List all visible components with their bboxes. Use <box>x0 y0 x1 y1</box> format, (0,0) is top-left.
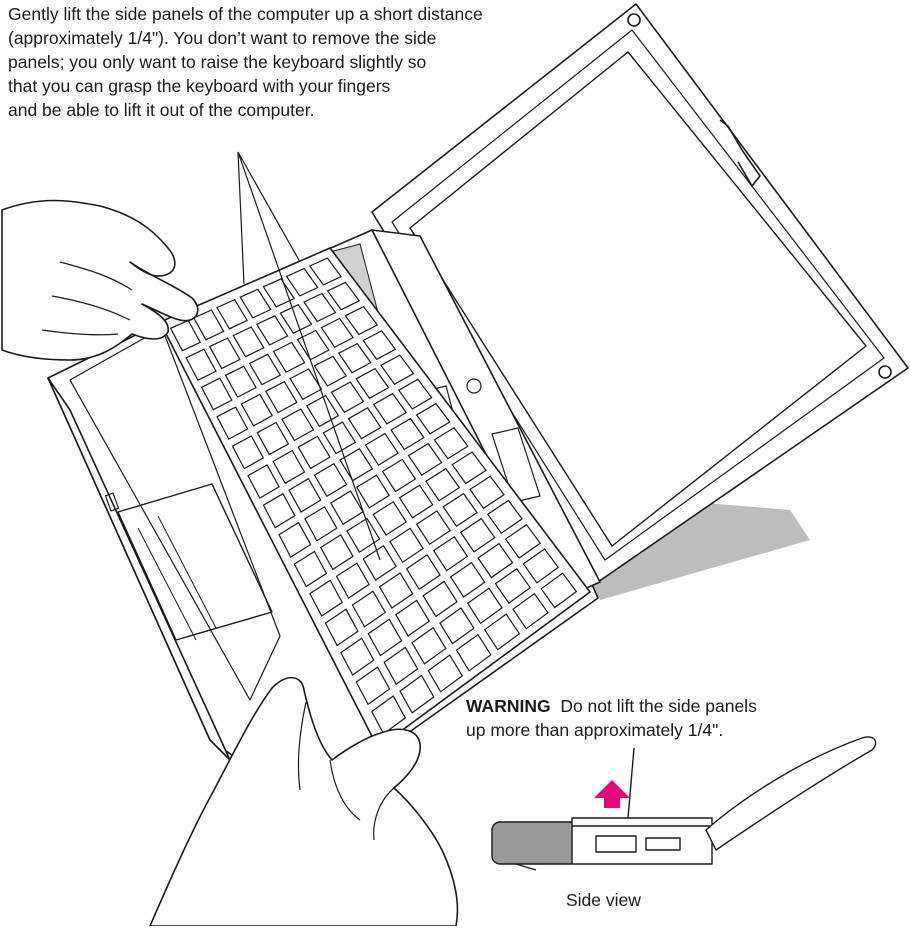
instruction-line-1: Gently lift the side panels of the compu… <box>8 2 568 26</box>
side-view-base <box>572 818 712 864</box>
warning-pointer <box>628 748 634 818</box>
instruction-text: Gently lift the side panels of the compu… <box>8 2 568 122</box>
side-view-caption: Side view <box>566 890 641 911</box>
lid-screw-bottom <box>879 366 891 378</box>
side-view-foot <box>516 864 536 870</box>
warning-line-2: up more than approximately 1/4". <box>466 718 886 742</box>
side-view-base-dark <box>492 822 578 864</box>
callout-line-mid <box>238 152 300 262</box>
lid-screw-top <box>628 14 640 26</box>
warning-label: WARNING <box>466 696 551 716</box>
instruction-line-4: that you can grasp the keyboard with you… <box>8 74 568 98</box>
warning-line-1: WARNING Do not lift the side panels <box>466 694 886 718</box>
instruction-line-3: panels; you only want to raise the keybo… <box>8 50 568 74</box>
warning-text-1: Do not lift the side panels <box>560 696 757 716</box>
side-view-lid <box>706 737 876 850</box>
callout-line-left <box>238 152 244 284</box>
lift-arrow <box>594 780 630 808</box>
warning-note: WARNING Do not lift the side panels up m… <box>466 694 886 742</box>
instruction-line-5: and be able to lift it out of the comput… <box>8 98 568 122</box>
side-view-diagram <box>492 737 876 870</box>
instruction-line-2: (approximately 1/4"). You don’t want to … <box>8 26 568 50</box>
